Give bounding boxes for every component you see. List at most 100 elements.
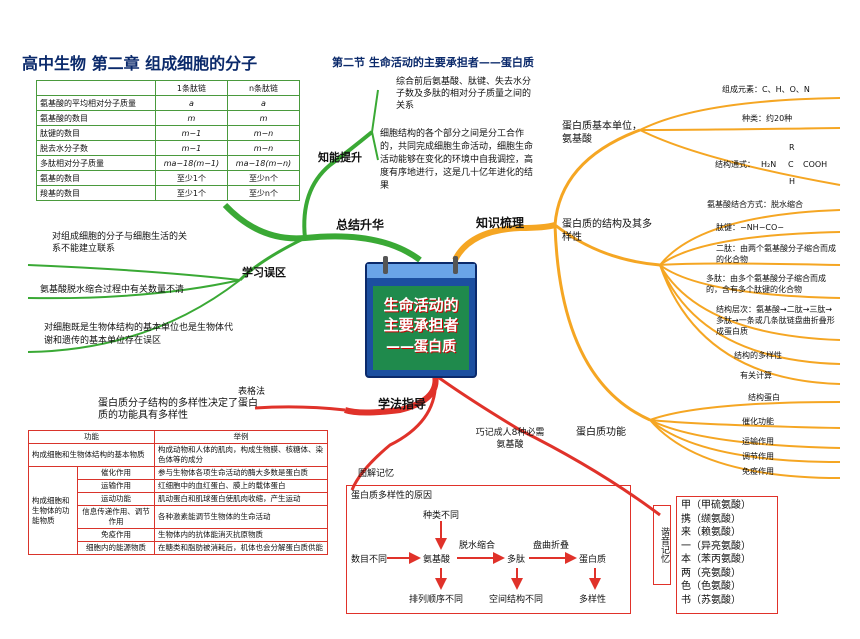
table-cell: m [226, 110, 301, 126]
table-cell: m−1 [154, 140, 228, 156]
table-header-row: 1条肽链 n条肽链 [36, 80, 301, 96]
branch-summary: 总结升华 [336, 218, 385, 232]
kinds-text: 种类：约20种 [742, 114, 793, 123]
homophone-label: 谐音记忆 [653, 505, 671, 585]
list-item: 色（色氨酸） [681, 581, 741, 592]
table-cell: 氨基酸的平均相对分子质量 [36, 95, 156, 111]
list-item: 甲（甲硫氨酸） [681, 500, 751, 511]
diagram-fold: 盘曲折叠 [533, 541, 570, 551]
table-cell: 红细胞中的血红蛋白、膜上的载体蛋白 [154, 479, 328, 493]
calendar-ring-right [453, 256, 458, 274]
formula-top: R [789, 143, 795, 152]
structure-item-4: 多肽：由多个氨基酸分子缩合而成的，含有多个肽键的化合物 [706, 274, 826, 294]
table-row: 构成细胞和生物体的功能物质 催化作用 参与生物体各项生命活动的酶大多数是蛋白质 [28, 466, 328, 555]
knowledge-function-title: 蛋白质功能 [576, 427, 626, 438]
diagram-count: 数目不同 [351, 555, 388, 565]
formula-c: C [788, 160, 794, 169]
center-node: 生命活动的 主要承担者 ——蛋白质 [365, 256, 477, 378]
list-item: 来（赖氨酸） [681, 527, 741, 538]
table-cell: 多肽相对分子质量 [36, 155, 156, 171]
table-header-row: 功能 举例 [28, 430, 328, 444]
function-item: 催化功能 [742, 417, 774, 426]
function-item: 免疫作用 [742, 467, 774, 476]
table-row: 免疫作用 生物体内的抗体能消灭抗原物质 [29, 528, 328, 542]
table-cell: 信息传递作用、调节作用 [77, 505, 155, 529]
table-method-label: 表格法 [238, 387, 266, 397]
list-item: 本（苯丙氨酸） [681, 554, 751, 565]
structure-formula-label: 结构通式： [715, 160, 755, 169]
protein-function-table: 功能 举例 构成细胞和生物体结构的基本物质 构成动物和人体的肌肉，构成生物膜、核… [28, 430, 328, 555]
structure-item-3: 二肽：由两个氨基酸分子缩合而成的化合物 [716, 244, 836, 264]
table-cell: 运输作用 [77, 479, 155, 493]
table-cell: 构成动物和人体的肌肉，构成生物膜、核糖体、染色体等的成分 [154, 443, 328, 467]
diversity-diagram: 蛋白质多样性的原因 种类不同 数目不同 氨基酸 脱水缩合 多肽 盘曲折叠 蛋白质… [346, 485, 631, 614]
table-cell: 运动功能 [77, 492, 155, 506]
table-row: 氨基的数目至少1个至少n个 [36, 170, 301, 186]
mistake-2: 氨基酸脱水缩合过程中有关数量不清 [40, 285, 185, 295]
homophone-list: 甲（甲硫氨酸） 携（缬氨酸） 来（赖氨酸） 一（异亮氨酸） 本（苯丙氨酸） 两（… [676, 496, 778, 614]
table-cell: 细胞内的能源物质 [77, 541, 155, 555]
structure-item-7: 有关计算 [740, 371, 772, 380]
branch-mistake: 学习误区 [242, 266, 286, 279]
table-cell: 构成细胞和生物体的功能物质 [28, 466, 78, 555]
table-cell: 至少n个 [226, 185, 301, 201]
table-cell: 参与生物体各项生命活动的酶大多数是蛋白质 [154, 466, 328, 480]
diagram-order: 排列顺序不同 [409, 595, 464, 605]
table-cell: a [226, 95, 301, 111]
table-cell: 至少n个 [226, 170, 301, 186]
diagram-condense: 脱水缩合 [459, 541, 496, 551]
knowledge-basic-unit: 蛋白质基本单位，氨基酸 [562, 121, 642, 145]
function-item: 结构蛋白 [748, 393, 780, 402]
diagram-arrows [387, 521, 601, 590]
knowledge-structure-title: 蛋白质的结构及其多样性 [562, 219, 652, 243]
mnemonic-label: 巧记成人8种必需氨基酸 [475, 428, 545, 450]
table-row: 运输作用 红细胞中的血红蛋白、膜上的载体蛋白 [29, 479, 328, 493]
diagram-protein: 蛋白质 [579, 555, 607, 565]
list-item: 两（亮氨酸） [681, 567, 741, 579]
page-subtitle: 第二节 生命活动的主要承担者——蛋白质 [332, 56, 534, 69]
diagram-diversity: 多样性 [579, 595, 607, 605]
structure-item-2: 肽键：−NH−CO− [716, 223, 784, 232]
diagram-label: 图解记忆 [358, 469, 395, 479]
diagram-space: 空间结构不同 [489, 595, 544, 605]
table-cell: 1条肽链 [154, 80, 228, 96]
ability-note-1: 综合前后氨基酸、肽键、失去水分子数及多肽的相对分子质量之间的关系 [396, 77, 532, 111]
table-cell: n条肽链 [226, 80, 301, 96]
diagram-amino-acid: 氨基酸 [423, 555, 451, 565]
table-cell: 功能 [28, 430, 155, 444]
table-cell: 脱去水分子数 [36, 140, 156, 156]
table-cell: 在糖类和脂肪被消耗后，机体也会分解蛋白质供能 [154, 541, 328, 555]
table-cell [36, 80, 156, 96]
table-cell: 氨基的数目 [36, 170, 156, 186]
branch-knowledge: 知识梳理 [476, 216, 525, 230]
table-cell: ma−18(m−n) [226, 155, 301, 171]
table-cell: m−n [226, 140, 301, 156]
table-row: 信息传递作用、调节作用 各种激素能调节生物体的生命活动 [29, 505, 328, 529]
table-row: 构成细胞和生物体结构的基本物质 构成动物和人体的肌肉，构成生物膜、核糖体、染色体… [28, 443, 328, 467]
table-cell: 至少1个 [154, 170, 228, 186]
table-cell: 氨基酸的数目 [36, 110, 156, 126]
table-cell: 至少1个 [154, 185, 228, 201]
branch-ability: 知能提升 [318, 151, 362, 164]
table-cell: 催化作用 [77, 466, 155, 480]
table-cell: 举例 [154, 430, 328, 444]
elements-text: 组成元素：C、H、O、N [722, 85, 810, 94]
table-cell: 羧基的数目 [36, 185, 156, 201]
table-cell: m−n [226, 125, 301, 141]
table-cell: 各种激素能调节生物体的生命活动 [154, 505, 328, 529]
structure-item-1: 氨基酸结合方式：脱水缩合 [707, 200, 803, 209]
function-item: 运输作用 [742, 437, 774, 446]
center-title-line3: ——蛋白质 [386, 339, 456, 355]
table-cell: a [154, 95, 228, 111]
table-cell: m−1 [154, 125, 228, 141]
diagram-kinds: 种类不同 [423, 511, 460, 521]
branch-method: 学法指导 [378, 397, 427, 411]
table-row: 运动功能 肌动蛋白和肌球蛋白使肌肉收缩，产生运动 [29, 492, 328, 506]
list-item: 一（异亮氨酸） [681, 540, 751, 552]
table-row: 细胞内的能源物质 在糖类和脂肪被消耗后，机体也会分解蛋白质供能 [29, 541, 328, 555]
structure-item-6: 结构的多样性 [734, 351, 782, 360]
